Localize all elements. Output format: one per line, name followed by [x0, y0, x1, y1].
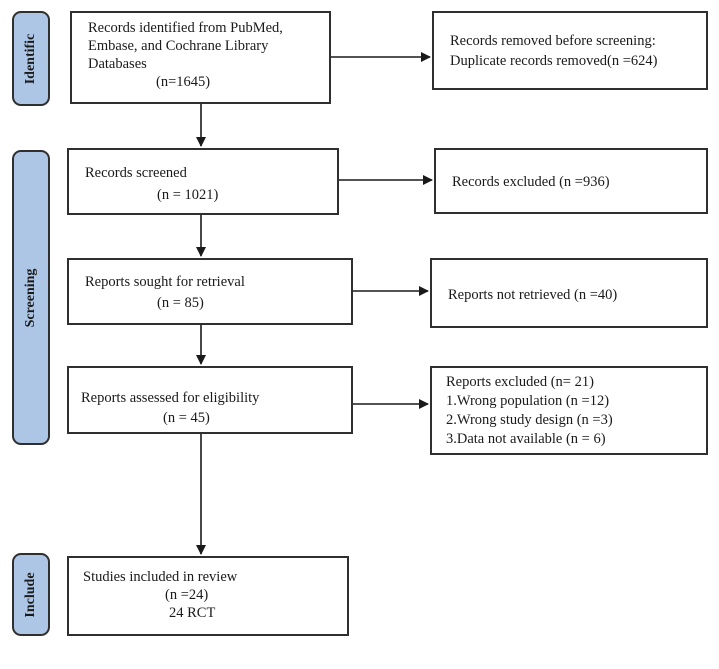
records-excluded-label: Records excluded (n =936): [452, 174, 610, 190]
phase-identification: Identific: [12, 11, 50, 106]
records-screened-label: Records screened: [85, 165, 187, 181]
records-identified-line-3: Databases: [88, 56, 147, 72]
records-removed-line-2: Duplicate records removed(n =624): [450, 53, 658, 69]
phase-included-label: Include: [23, 571, 38, 618]
reports-sought-label: Reports sought for retrieval: [85, 274, 245, 290]
records-identified-line-1: Records identified from PubMed,: [88, 20, 283, 36]
records-screened-box: Records screened (n = 1021): [67, 148, 339, 215]
reports-assessed-box: Reports assessed for eligibility (n = 45…: [67, 366, 353, 434]
phase-included: Include: [12, 553, 50, 636]
reports-excluded-reason-1: 1.Wrong population (n =12): [446, 393, 610, 409]
reports-excluded-box: Reports excluded (n= 21) 1.Wrong populat…: [430, 366, 708, 455]
studies-included-box: Studies included in review (n =24) 24 RC…: [67, 556, 349, 636]
reports-assessed-label: Reports assessed for eligibility: [81, 390, 260, 406]
phase-screening-label: Screening: [23, 268, 38, 327]
reports-excluded-reason-2: 2.Wrong study design (n =3): [446, 412, 613, 428]
records-removed-line-1: Records removed before screening:: [450, 33, 656, 49]
records-screened-count: (n = 1021): [157, 187, 219, 203]
reports-excluded-label: Reports excluded (n= 21): [446, 374, 594, 390]
studies-included-label: Studies included in review: [83, 569, 238, 585]
studies-included-design: 24 RCT: [169, 605, 216, 621]
phase-screening: Screening: [12, 150, 50, 445]
phase-identification-label: Identific: [23, 33, 38, 84]
reports-assessed-count: (n = 45): [163, 410, 210, 426]
reports-sought-count: (n = 85): [157, 295, 204, 311]
reports-not-retrieved-box: Reports not retrieved (n =40): [430, 258, 708, 328]
records-removed-box: Records removed before screening: Duplic…: [432, 11, 708, 90]
reports-not-retrieved-label: Reports not retrieved (n =40): [448, 287, 618, 303]
records-identified-line-2: Embase, and Cochrane Library: [88, 38, 269, 54]
records-excluded-box: Records excluded (n =936): [434, 148, 708, 214]
records-identified-count: (n=1645): [156, 74, 211, 90]
reports-excluded-reason-3: 3.Data not available (n = 6): [446, 431, 606, 447]
reports-sought-box: Reports sought for retrieval (n = 85): [67, 258, 353, 325]
studies-included-count: (n =24): [165, 587, 209, 603]
records-identified-box: Records identified from PubMed, Embase, …: [70, 11, 331, 104]
